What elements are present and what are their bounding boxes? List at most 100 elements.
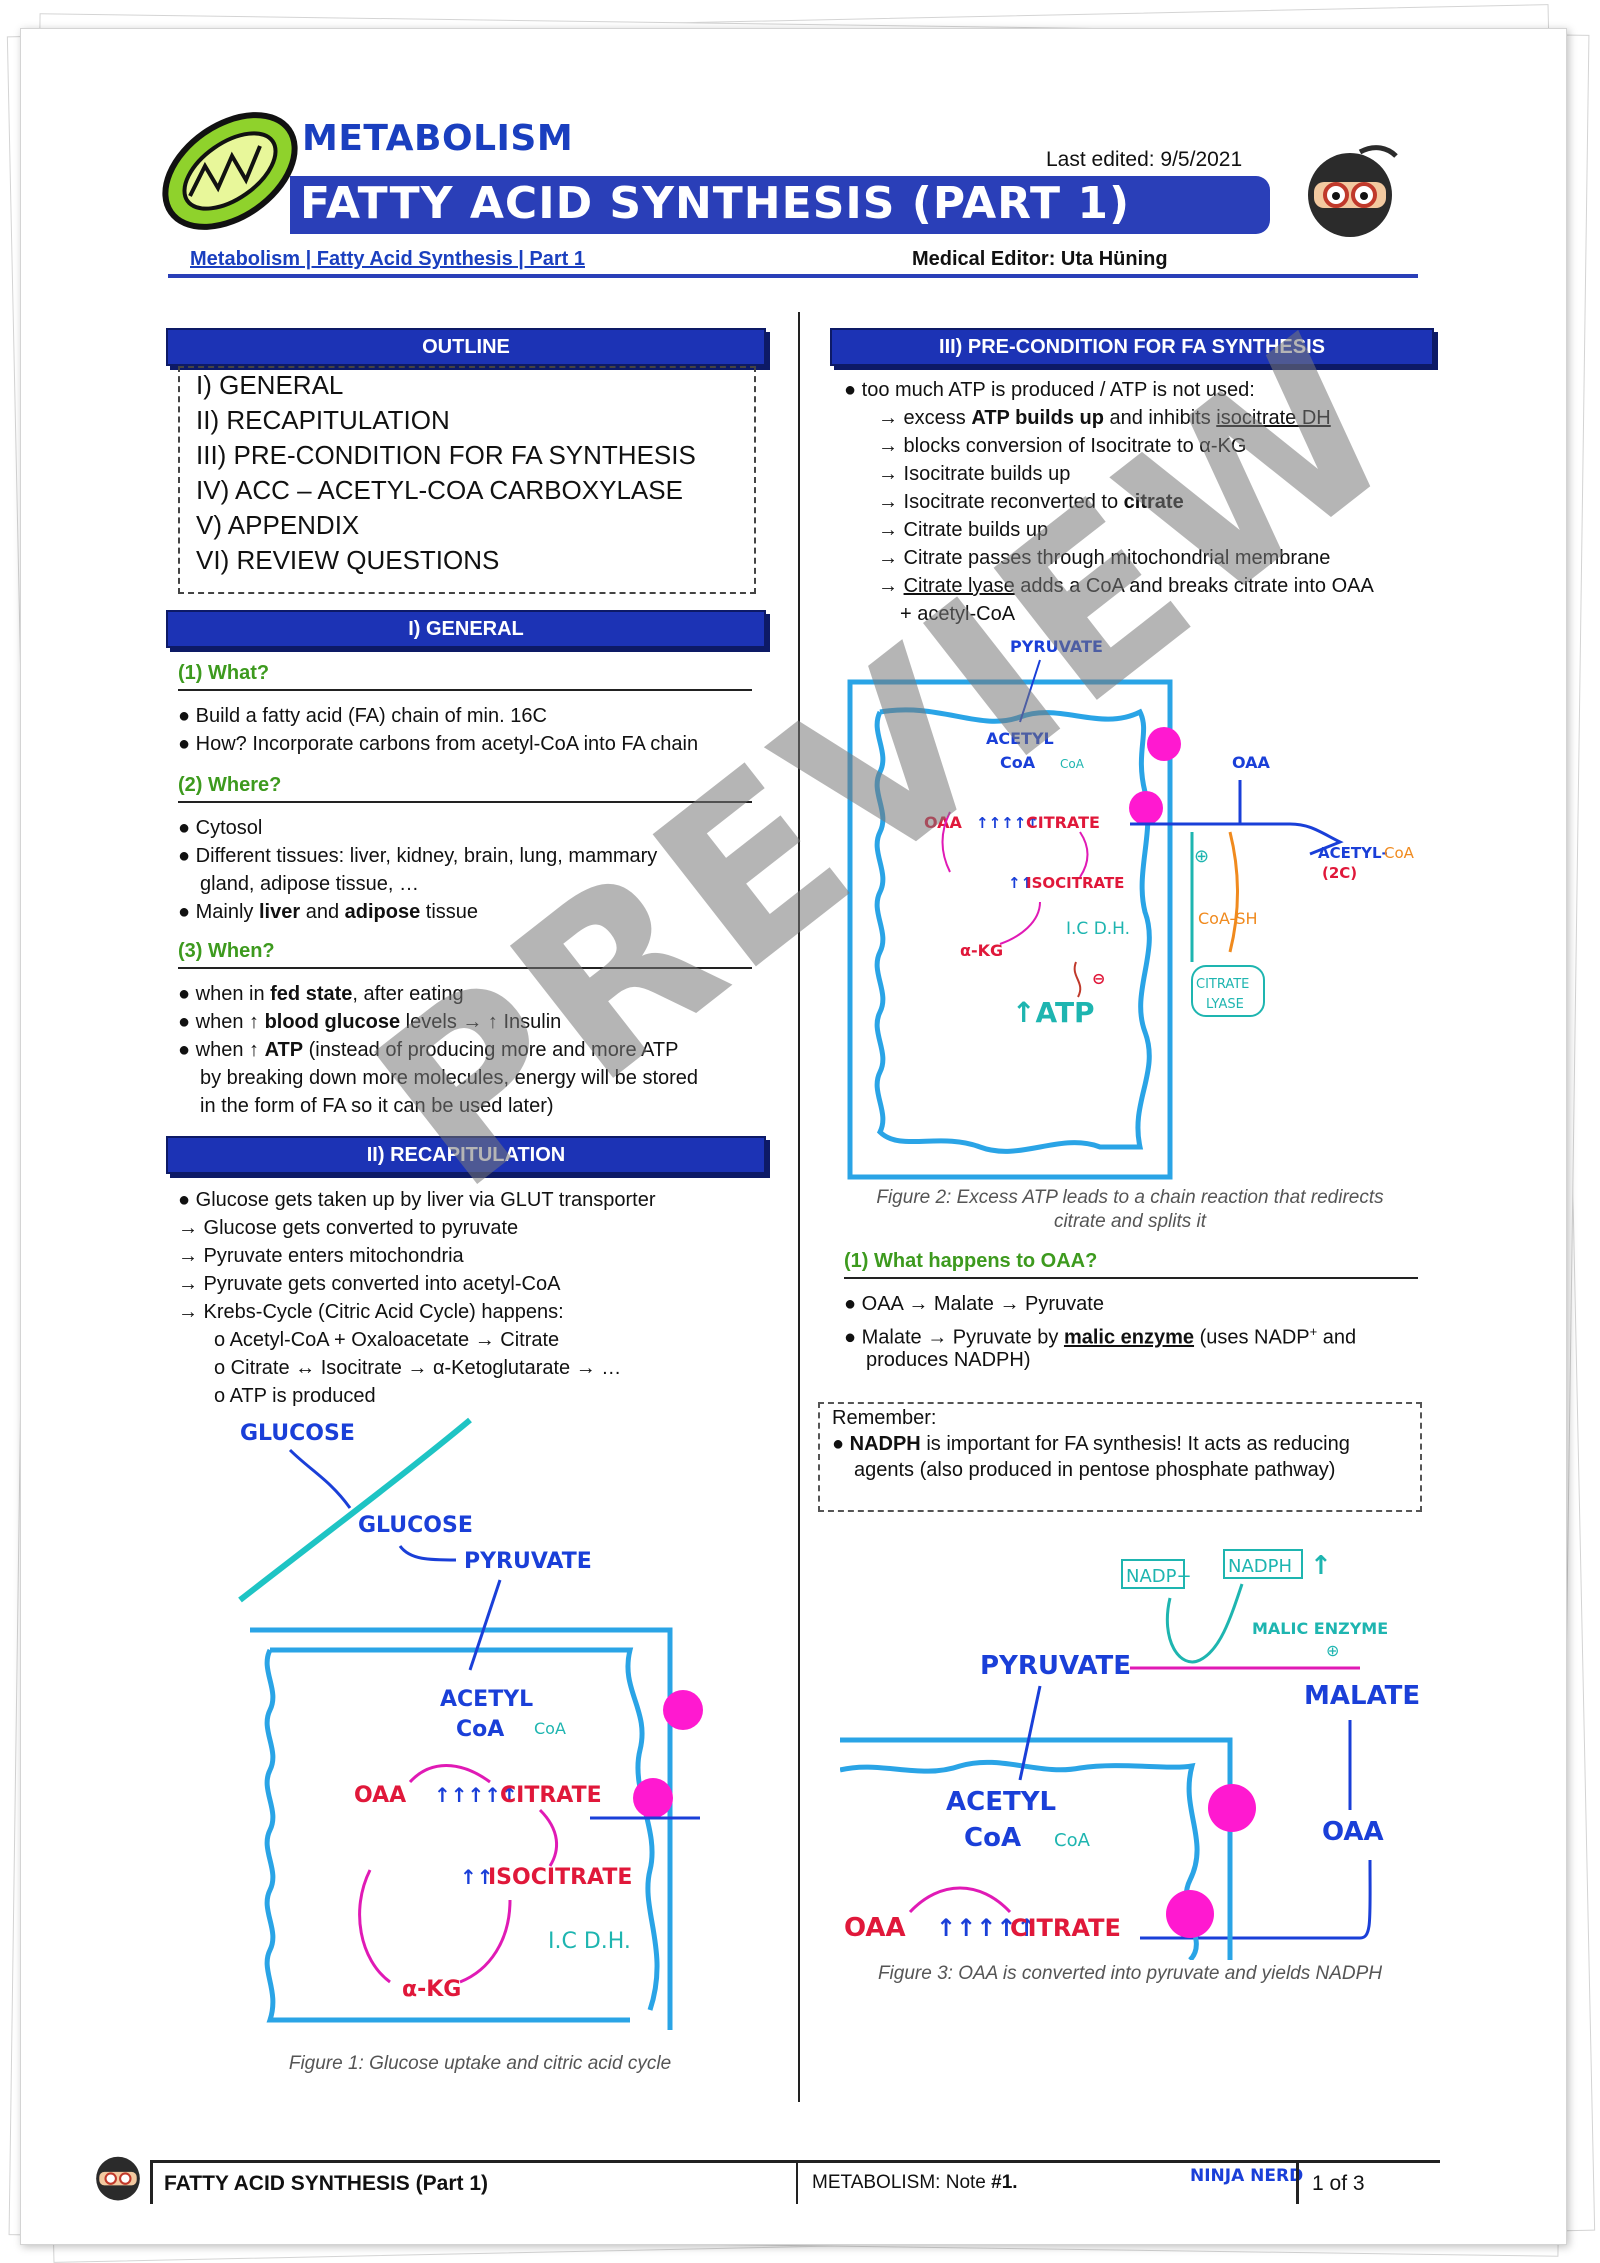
precondition-line: → Citrate passes through mitochondrial m… bbox=[878, 547, 1331, 569]
fig1-arrows5-label: ↑↑↑↑↑ bbox=[434, 1783, 518, 1807]
fig1-acetyl-label: ACETYL bbox=[440, 1687, 533, 1712]
recap-line: → Pyruvate gets converted into acetyl-Co… bbox=[178, 1273, 561, 1295]
oaa-line: ● OAA → Malate → Pyruvate bbox=[844, 1293, 1104, 1315]
fig3-acetyl-label: ACETYL bbox=[946, 1787, 1056, 1817]
when-line: ● when ↑ blood glucose levels → ↑ Insuli… bbox=[178, 1011, 562, 1033]
outline-item[interactable]: V) APPENDIX bbox=[196, 510, 360, 540]
fig2-oaa-out-label: OAA bbox=[1232, 753, 1271, 772]
fig2-pyruvate-label: PYRUVATE bbox=[1010, 637, 1103, 656]
general-heading: I) GENERAL bbox=[166, 610, 766, 648]
remember-line: ● NADPH is important for FA synthesis! I… bbox=[832, 1433, 1350, 1455]
footer-ninja-icon bbox=[96, 2156, 140, 2201]
fig2-oaa-label: OAA bbox=[924, 813, 963, 832]
what-line: ● How? Incorporate carbons from acetyl-C… bbox=[178, 733, 699, 755]
footer-right-bar bbox=[1296, 2160, 1299, 2204]
page-number: 1 of 3 bbox=[1312, 2172, 1365, 2195]
fig1-isocitrate-label: ISOCITRATE bbox=[488, 1865, 632, 1890]
outline-item[interactable]: IV) ACC – ACETYL-COA CARBOXYLASE bbox=[196, 475, 683, 505]
fig1-oaa-label: OAA bbox=[354, 1783, 406, 1808]
figure2-caption-line2: citrate and splits it bbox=[1053, 1211, 1207, 1232]
fig1-glucose-out-label: GLUCOSE bbox=[240, 1421, 355, 1446]
fig3-nadp-label: NADP+ bbox=[1126, 1566, 1192, 1587]
fig2-citrate-label: CITRATE bbox=[1026, 813, 1100, 832]
fig3-pyruvate-label: PYRUVATE bbox=[980, 1651, 1131, 1681]
oaa-line: ● Malate → Pyruvate by malic enzyme (use… bbox=[844, 1324, 1357, 1349]
when-subheading: (3) When? bbox=[178, 940, 752, 969]
outline-item[interactable]: I) GENERAL bbox=[196, 370, 344, 400]
fig1-glucose-in-label: GLUCOSE bbox=[358, 1513, 473, 1538]
fig2-coa-out-label: CoA bbox=[1384, 844, 1415, 862]
precondition-line: → excess ATP builds up and inhibits isoc… bbox=[878, 407, 1331, 429]
fig2-coash-label: CoA-SH bbox=[1198, 909, 1258, 928]
figure2-diagram: PYRUVATE ACETYL CoA CoA OAA ↑↑↑↑↑ CITRAT… bbox=[847, 637, 1415, 1180]
fig2-coa-small-label: CoA bbox=[1060, 757, 1085, 771]
fig1-icdh-label: I.C D.H. bbox=[548, 1929, 631, 1954]
fig2-lyase1-label: CITRATE bbox=[1196, 977, 1249, 992]
footer-note: METABOLISM: Note #1. bbox=[812, 2172, 1018, 2193]
fig2-coa-label: CoA bbox=[1000, 753, 1036, 772]
fig3-nadph-label: NADPH bbox=[1228, 1556, 1292, 1577]
column-divider bbox=[798, 312, 800, 2102]
footer-mid-bar bbox=[796, 2160, 798, 2204]
recap-line: ● Glucose gets taken up by liver via GLU… bbox=[178, 1189, 656, 1211]
fig1-coa-small-label: CoA bbox=[534, 1719, 566, 1738]
footer-brand-logo: NINJA NERD bbox=[1190, 2166, 1304, 2186]
footer-left-bar bbox=[150, 2160, 153, 2204]
header-divider bbox=[168, 274, 1418, 278]
when-line: ● when in fed state, after eating bbox=[178, 983, 464, 1005]
remember-line: agents (also produced in pentose phospha… bbox=[854, 1459, 1336, 1481]
fig1-pyruvate-label: PYRUVATE bbox=[464, 1549, 592, 1574]
recap-line: o Acetyl-CoA + Oxaloacetate → Citrate bbox=[214, 1329, 560, 1351]
fig3-malate-label: MALATE bbox=[1304, 1681, 1420, 1711]
fig2-plus-label: ⊕ bbox=[1194, 846, 1209, 867]
fig3-oaa-right-label: OAA bbox=[1322, 1817, 1384, 1847]
fig2-minus-label: ⊖ bbox=[1092, 969, 1105, 988]
what-line: ● Build a fatty acid (FA) chain of min. … bbox=[178, 705, 547, 727]
fig3-oaa-label: OAA bbox=[844, 1913, 906, 1943]
fig1-citrate-label: CITRATE bbox=[500, 1783, 602, 1808]
oaa-subheading: (1) What happens to OAA? bbox=[844, 1250, 1418, 1279]
breadcrumb[interactable]: Metabolism | Fatty Acid Synthesis | Part… bbox=[190, 248, 585, 270]
footer-title: FATTY ACID SYNTHESIS (Part 1) bbox=[164, 2172, 488, 2195]
fig2-akg-label: α-KG bbox=[960, 941, 1003, 960]
figure3-diagram: NADP+ NADPH ↑ MALIC ENZYME ⊕ PYRUVATE MA… bbox=[840, 1549, 1420, 1960]
footer-rule bbox=[150, 2160, 1440, 2163]
outline-item[interactable]: III) PRE-CONDITION FOR FA SYNTHESIS bbox=[196, 440, 696, 470]
recap-heading: II) RECAPITULATION bbox=[166, 1136, 766, 1174]
figure2-caption-line1: Figure 2: Excess ATP leads to a chain re… bbox=[876, 1187, 1384, 1208]
recap-line: → Glucose gets converted to pyruvate bbox=[178, 1217, 519, 1239]
outline-item[interactable]: II) RECAPITULATION bbox=[196, 405, 450, 435]
fig3-arrows5-label: ↑↑↑↑↑ bbox=[936, 1914, 1037, 1942]
precondition-line: + acetyl-CoA bbox=[900, 603, 1016, 625]
when-line: in the form of FA so it can be used late… bbox=[200, 1095, 554, 1117]
page-title: FATTY ACID SYNTHESIS (PART 1) bbox=[300, 178, 1131, 229]
fig2-icdh-label: I.C D.H. bbox=[1066, 919, 1130, 939]
precondition-line: → Citrate builds up bbox=[878, 519, 1049, 541]
fig2-arrows2-label: ↑↑ bbox=[1008, 874, 1033, 892]
where-line: ● Cytosol bbox=[178, 817, 263, 839]
fig1-arrows2-label: ↑↑ bbox=[460, 1865, 494, 1889]
where-subheading: (2) Where? bbox=[178, 774, 752, 803]
what-subheading: (1) What? bbox=[178, 662, 752, 691]
fig2-isocitrate-label: ISOCITRATE bbox=[1026, 874, 1124, 892]
where-line: gland, adipose tissue, … bbox=[200, 873, 420, 895]
fig2-atp-label: ↑ATP bbox=[1012, 996, 1095, 1029]
fig2-2c-label: (2C) bbox=[1322, 864, 1357, 882]
precondition-line: → Isocitrate builds up bbox=[878, 463, 1071, 485]
last-edited: Last edited: 9/5/2021 bbox=[1046, 148, 1243, 171]
title-bar bbox=[290, 176, 1270, 234]
mitochondrion-icon bbox=[162, 112, 298, 230]
outline-item[interactable]: VI) REVIEW QUESTIONS bbox=[196, 545, 500, 575]
oaa-line: produces NADPH) bbox=[866, 1349, 1031, 1371]
fig3-up-label: ↑ bbox=[1310, 1551, 1332, 1581]
where-line: ● Mainly liver and adipose tissue bbox=[178, 901, 479, 923]
recap-line: o ATP is produced bbox=[214, 1385, 376, 1407]
remember-title: Remember: bbox=[832, 1407, 937, 1429]
fig3-malic-label: MALIC ENZYME bbox=[1252, 1619, 1388, 1638]
when-line: by breaking down more molecules, energy … bbox=[200, 1067, 699, 1089]
precondition-heading: III) PRE-CONDITION FOR FA SYNTHESIS bbox=[830, 328, 1434, 366]
fig3-coa-small-label: CoA bbox=[1054, 1830, 1091, 1851]
outline-heading: OUTLINE bbox=[166, 328, 766, 366]
precondition-line: ● too much ATP is produced / ATP is not … bbox=[844, 379, 1255, 401]
figure3-caption: Figure 3: OAA is converted into pyruvate… bbox=[877, 1963, 1383, 1984]
